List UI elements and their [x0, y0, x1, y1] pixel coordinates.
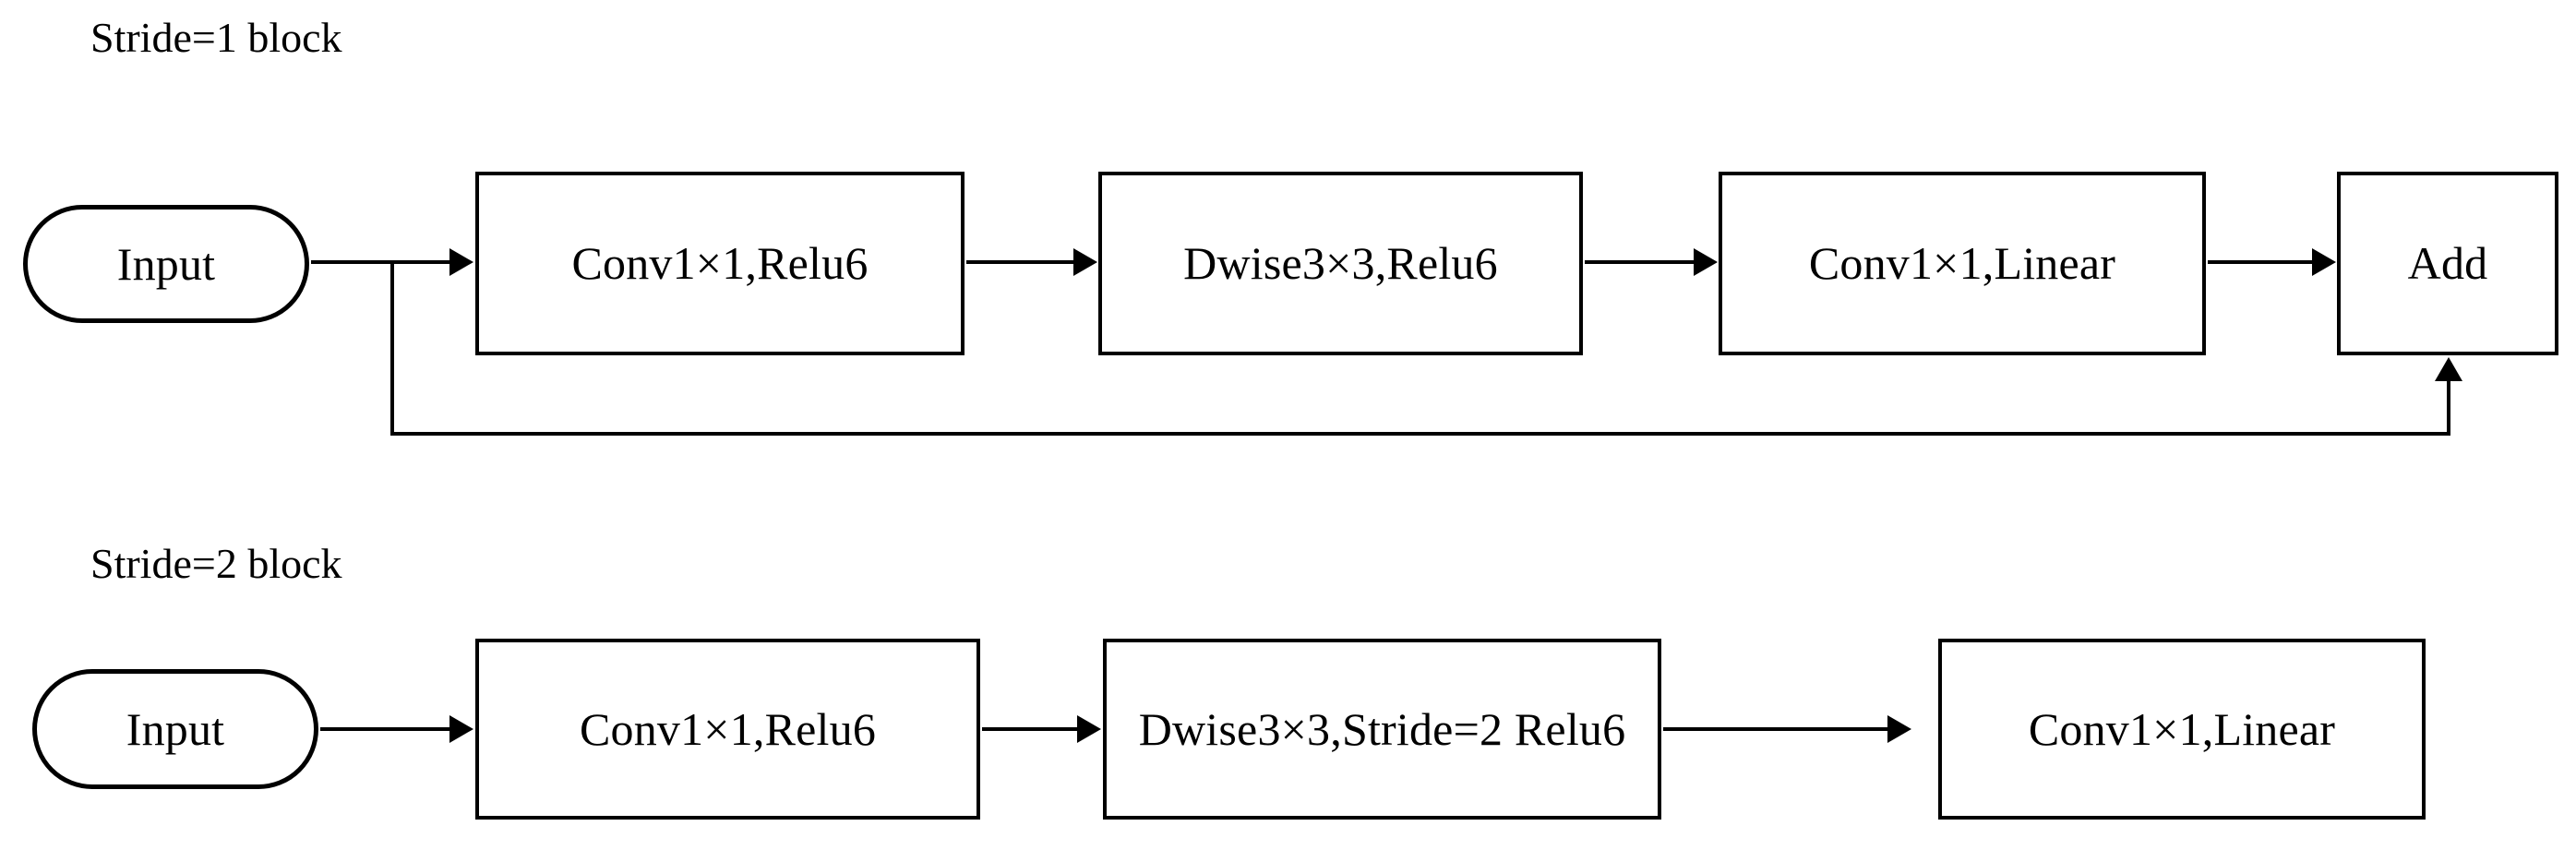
node-label: Conv1×1,Relu6: [571, 237, 869, 290]
node-label: Conv1×1,Relu6: [579, 702, 877, 755]
node-label: Conv1×1,Linear: [2028, 702, 2336, 755]
node-input-stride2[interactable]: Input: [32, 669, 318, 789]
arrow-up-icon: [2435, 357, 2462, 381]
node-label: Conv1×1,Linear: [1808, 237, 2116, 290]
arrow-right-icon: [1887, 715, 1911, 743]
edge-input-to-conv1-stride1: [311, 260, 451, 264]
edge-conv1-to-dwise-stride2: [982, 727, 1079, 731]
arrow-right-icon: [2312, 248, 2336, 276]
node-label: Input: [126, 702, 225, 755]
arrow-right-icon: [449, 248, 473, 276]
edge-dwise-to-convlinear-stride2: [1663, 727, 1889, 731]
arrow-right-icon: [1694, 248, 1718, 276]
node-label: Dwise3×3,Relu6: [1183, 237, 1498, 290]
skip-connection-segment-down: [390, 262, 394, 436]
node-add-stride1[interactable]: Add: [2337, 172, 2558, 355]
node-conv1x1-relu6-stride1[interactable]: Conv1×1,Relu6: [475, 172, 965, 355]
edge-conv1-to-dwise-stride1: [966, 260, 1075, 264]
node-label: Input: [116, 237, 216, 290]
section-title-stride2: Stride=2 block: [90, 540, 342, 587]
section-title-stride1: Stride=1 block: [90, 14, 342, 61]
node-conv1x1-linear-stride2[interactable]: Conv1×1,Linear: [1938, 639, 2426, 820]
edge-convlinear-to-add-stride1: [2208, 260, 2314, 264]
node-dwise3x3-stride2-relu6[interactable]: Dwise3×3,Stride=2 Relu6: [1103, 639, 1661, 820]
node-conv1x1-relu6-stride2[interactable]: Conv1×1,Relu6: [475, 639, 980, 820]
node-label: Dwise3×3,Stride=2 Relu6: [1138, 702, 1626, 755]
arrow-right-icon: [449, 715, 473, 743]
edge-dwise-to-convlinear-stride1: [1585, 260, 1695, 264]
node-label: Add: [2407, 237, 2488, 290]
skip-connection-segment-horizontal: [390, 432, 2450, 436]
arrow-right-icon: [1077, 715, 1101, 743]
node-input-stride1[interactable]: Input: [23, 205, 309, 323]
edge-input-to-conv1-stride2: [320, 727, 451, 731]
skip-connection-segment-up: [2447, 381, 2450, 436]
arrow-right-icon: [1073, 248, 1097, 276]
node-conv1x1-linear-stride1[interactable]: Conv1×1,Linear: [1719, 172, 2206, 355]
node-dwise3x3-relu6-stride1[interactable]: Dwise3×3,Relu6: [1098, 172, 1583, 355]
